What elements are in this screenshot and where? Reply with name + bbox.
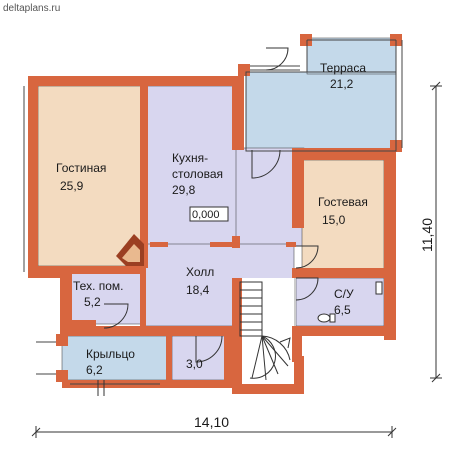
guest-area: 15,0 — [322, 213, 346, 227]
dimension-width-text: 14,10 — [194, 414, 229, 430]
level-mark: 0,000 — [189, 206, 229, 222]
porch-floor — [61, 335, 171, 381]
fireplace-icon — [116, 234, 144, 266]
room-labels: Гостиная 25,9 Кухня- столовая 29,8 Терра… — [56, 61, 368, 377]
door-swing-icon — [97, 47, 319, 396]
kitchen-area: 29,8 — [172, 183, 196, 197]
dimension-height-text: 11,40 — [419, 218, 435, 252]
living-area: 25,9 — [60, 179, 84, 193]
living-name: Гостиная — [56, 161, 106, 175]
kitchen-name-1: Кухня- — [172, 151, 208, 165]
bath-floor — [295, 277, 385, 327]
tech-area: 5,2 — [84, 295, 101, 309]
guest-floor — [301, 159, 385, 273]
hall-name: Холл — [186, 265, 214, 279]
dimension-height — [430, 81, 442, 383]
guest-name: Гостевая — [318, 195, 368, 209]
porch-name: Крыльцо — [86, 347, 135, 361]
terrace-upper-floor — [306, 37, 397, 75]
watermark: deltaplans.ru — [3, 3, 60, 14]
terrace-area: 21,2 — [330, 77, 354, 91]
bath-name: С/У — [334, 287, 354, 301]
thin-lines — [23, 39, 403, 385]
stair-floor — [240, 278, 294, 384]
terrace-name: Терраса — [320, 61, 366, 75]
hall-area: 18,4 — [186, 283, 210, 297]
tech-name: Тех. пом. — [73, 279, 124, 293]
walls — [28, 34, 402, 394]
kitchen-name-2: столовая — [172, 167, 223, 181]
kitchen-floor — [143, 85, 239, 247]
living-floor — [37, 85, 145, 267]
room-floors — [37, 37, 397, 384]
level-mark-text: 0,000 — [192, 209, 220, 221]
terrace-floor — [245, 71, 397, 152]
dimension-width — [31, 426, 397, 438]
stair-icon — [239, 281, 291, 381]
bath-area: 6,5 — [334, 303, 351, 317]
toilet-icon — [317, 281, 383, 323]
storage-area: 3,0 — [186, 357, 203, 371]
porch-area: 6,2 — [86, 363, 103, 377]
